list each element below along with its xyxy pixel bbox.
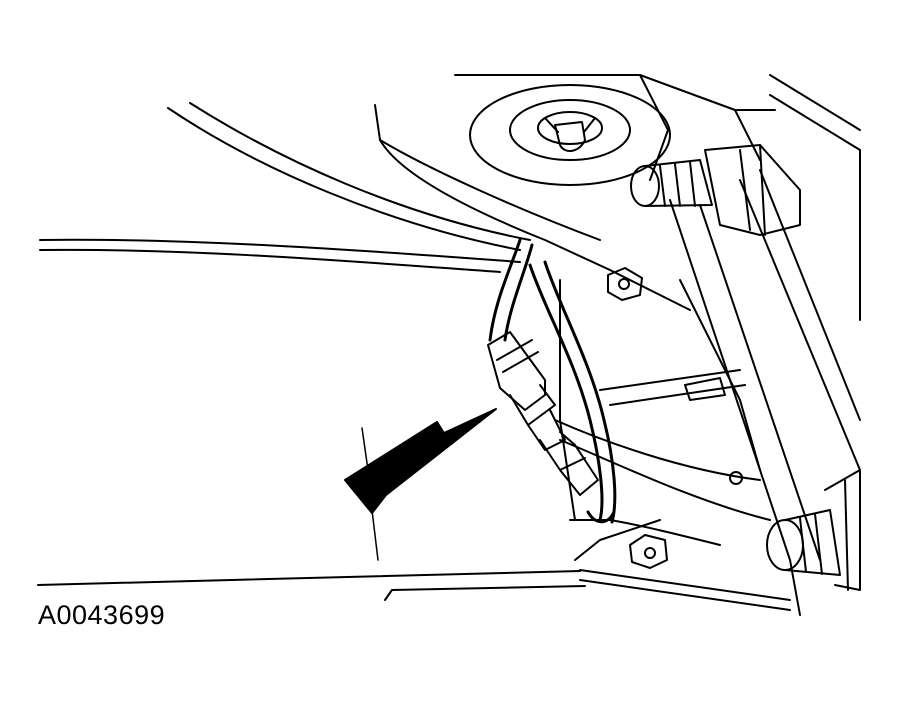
wiring-harness [488,238,617,524]
upper-mount-bolt [630,144,801,236]
electrical-connector [487,331,599,496]
arrow-icon [344,408,497,514]
reference-line [361,427,379,561]
lower-bracket [554,279,791,611]
lower-mount-bolt [766,469,861,591]
floor-line [37,570,586,601]
frame-rail [669,169,861,616]
engine-housing [374,74,861,321]
figure-id-label: A0043699 [38,600,166,630]
drain-plug-boss [469,84,671,186]
crossmember-tube [39,102,531,273]
